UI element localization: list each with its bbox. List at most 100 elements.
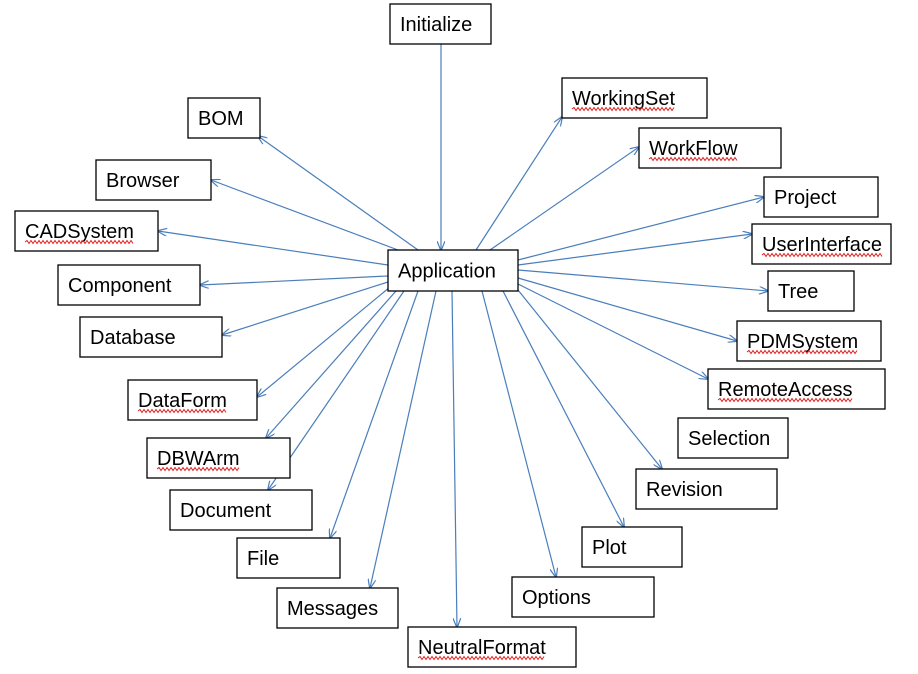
node-label-tree: Tree: [778, 281, 818, 303]
spellcheck-underline-neutralformat: [417, 655, 545, 661]
node-label-bom: BOM: [198, 108, 244, 130]
node-revision: Revision: [635, 468, 778, 510]
arrow-application-to-workflow: [489, 147, 639, 251]
node-label-cadsystem: CADSystem: [25, 221, 134, 243]
node-box-plot: [581, 526, 683, 568]
node-box-dbwarm: [146, 437, 291, 479]
node-box-dataform: [127, 379, 258, 421]
node-label-userinterface: UserInterface: [762, 234, 882, 256]
node-initialize: Initialize: [389, 3, 492, 45]
arrow-application-to-revision: [517, 289, 662, 469]
spellcheck-underline-userinterface: [761, 252, 883, 258]
node-dbwarm: DBWArm: [146, 437, 291, 479]
arrow-application-to-bom: [258, 136, 419, 251]
arrow-application-to-workingset: [475, 117, 562, 251]
node-box-workingset: [561, 77, 708, 119]
node-label-browser: Browser: [106, 170, 180, 192]
node-label-file: File: [247, 548, 279, 570]
node-tree: Tree: [767, 270, 855, 312]
node-label-messages: Messages: [287, 598, 378, 620]
arrow-application-to-dbwarm: [266, 290, 397, 438]
spellcheck-underline-dbwarm: [156, 466, 240, 472]
node-label-component: Component: [68, 275, 172, 297]
node-browser: Browser: [95, 159, 212, 201]
node-plot: Plot: [581, 526, 683, 568]
node-application: Application: [387, 249, 519, 292]
node-label-pdmsystem: PDMSystem: [747, 331, 858, 353]
node-box-neutralformat: [407, 626, 577, 668]
node-box-tree: [767, 270, 855, 312]
node-label-dataform: DataForm: [138, 390, 227, 412]
arrow-application-to-dataform: [257, 286, 391, 397]
node-box-project: [763, 176, 879, 218]
arrow-application-to-document: [268, 290, 405, 490]
node-file: File: [236, 537, 341, 579]
node-label-remoteaccess: RemoteAccess: [718, 379, 853, 401]
node-box-bom: [187, 97, 261, 139]
node-label-project: Project: [774, 187, 837, 209]
node-box-document: [169, 489, 313, 531]
arrow-application-to-options: [481, 290, 556, 577]
arrow-application-to-pdmsystem: [517, 277, 737, 341]
node-cadsystem: CADSystem: [14, 210, 159, 252]
node-box-database: [79, 316, 223, 358]
arrow-application-to-remoteaccess: [517, 283, 708, 379]
spellcheck-underline-cadsystem: [24, 239, 134, 245]
node-label-initialize: Initialize: [400, 14, 472, 36]
node-label-dbwarm: DBWArm: [157, 448, 240, 470]
node-remoteaccess: RemoteAccess: [707, 368, 886, 410]
node-workingset: WorkingSet: [561, 77, 708, 119]
node-box-userinterface: [751, 223, 892, 265]
node-database: Database: [79, 316, 223, 358]
edges-layer: [158, 44, 768, 627]
spellcheck-underline-workflow: [648, 156, 738, 162]
node-label-revision: Revision: [646, 479, 723, 501]
arrow-application-to-database: [222, 281, 389, 335]
node-box-application: [387, 249, 519, 292]
arrow-application-to-component: [200, 275, 389, 285]
node-box-component: [57, 264, 201, 306]
node-pdmsystem: PDMSystem: [736, 320, 882, 362]
node-label-plot: Plot: [592, 537, 627, 559]
node-label-document: Document: [180, 500, 272, 522]
arrow-application-to-userinterface: [517, 234, 752, 266]
arrow-application-to-file: [330, 290, 419, 538]
node-box-workflow: [638, 127, 782, 169]
node-label-application: Application: [398, 261, 496, 283]
node-label-options: Options: [522, 587, 591, 609]
arrow-application-to-cadsystem: [158, 231, 389, 266]
arrow-application-to-project: [517, 197, 764, 261]
node-box-pdmsystem: [736, 320, 882, 362]
node-box-file: [236, 537, 341, 579]
node-workflow: WorkFlow: [638, 127, 782, 169]
spellcheck-underline-pdmsystem: [746, 349, 858, 355]
node-messages: Messages: [276, 587, 399, 629]
node-box-options: [511, 576, 655, 618]
node-userinterface: UserInterface: [751, 223, 892, 265]
node-options: Options: [511, 576, 655, 618]
node-document: Document: [169, 489, 313, 531]
node-box-browser: [95, 159, 212, 201]
node-label-database: Database: [90, 327, 176, 349]
node-project: Project: [763, 176, 879, 218]
node-component: Component: [57, 264, 201, 306]
arrow-application-to-neutralformat: [451, 290, 457, 627]
spellcheck-underline-workingset: [571, 106, 675, 112]
node-box-initialize: [389, 3, 492, 45]
node-selection: Selection: [677, 417, 789, 459]
node-box-cadsystem: [14, 210, 159, 252]
node-label-neutralformat: NeutralFormat: [418, 637, 546, 659]
node-bom: BOM: [187, 97, 261, 139]
arrow-application-to-plot: [502, 290, 624, 527]
node-neutralformat: NeutralFormat: [407, 626, 577, 668]
arrow-application-to-tree: [517, 269, 768, 291]
node-label-workflow: WorkFlow: [649, 138, 738, 160]
node-box-selection: [677, 417, 789, 459]
spellcheck-underline-dataform: [137, 408, 227, 414]
node-box-messages: [276, 587, 399, 629]
node-dataform: DataForm: [127, 379, 258, 421]
node-box-revision: [635, 468, 778, 510]
node-box-remoteaccess: [707, 368, 886, 410]
